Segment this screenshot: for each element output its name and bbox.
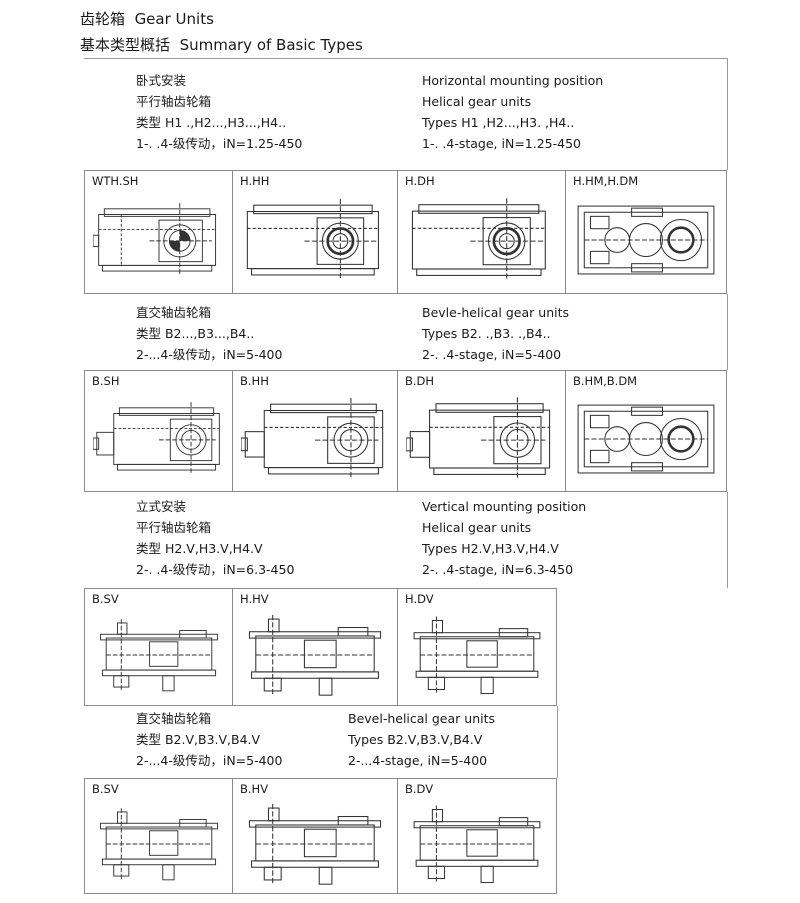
diagram-cell: WTH.SH [84, 170, 233, 294]
section2-cn-line: 直交轴齿轮箱 [136, 305, 212, 320]
cell-label: B.DH [405, 374, 435, 388]
header-title-cn: 齿轮箱 [80, 10, 126, 28]
cell-label: B.HM,B.DM [573, 374, 638, 388]
frame-right-line [727, 492, 728, 588]
cell-label: B.DV [405, 782, 434, 796]
gear-unit-drawing [574, 393, 718, 483]
section4-en-line: Types B2.V,B3.V,B4.V [348, 732, 483, 747]
gear-unit-drawing [93, 193, 225, 285]
section2-cn-line: 2-...4-级传动，iN=5-400 [136, 347, 283, 362]
cell-label: B.SV [92, 592, 119, 606]
cell-label: B.SV [92, 782, 119, 796]
frame-top-line [84, 58, 728, 59]
section3-cn-line: 平行轴齿轮箱 [136, 520, 212, 535]
gear-unit-drawing [241, 611, 389, 699]
section1-cn-text: 卧式安装 平行轴齿轮箱 类型 H1 .,H2...,H3...,H4.. 1-.… [136, 70, 302, 154]
section1-en-text: Horizontal mounting position Helical gea… [422, 70, 603, 154]
section2-en-text: Bevle-helical gear units Types B2. .,B3.… [422, 302, 569, 365]
section1-cn-line: 1-. .4-级传动，iN=1.25-450 [136, 136, 303, 151]
cell-label: H.HM,H.DM [573, 174, 639, 188]
section1-en-line: Helical gear units [422, 94, 532, 109]
diagram-cell: B.HV [232, 778, 398, 894]
section4-cn-line: 类型 B2.V,B3.V,B4.V [136, 732, 261, 747]
gear-unit-drawing [406, 611, 548, 699]
gear-unit-drawing [93, 393, 225, 483]
section1-cn-line: 类型 H1 .,H2...,H3...,H4.. [136, 115, 287, 130]
cell-label: WTH.SH [92, 174, 139, 188]
section2-en-line: Types B2. .,B3. .,B4.. [422, 326, 551, 341]
cell-label: H.DH [405, 174, 435, 188]
gear-unit-drawing [406, 193, 556, 285]
section3-cn-text: 立式安装 平行轴齿轮箱 类型 H2.V,H3.V,H4.V 2-. .4-级传动… [136, 496, 294, 580]
gear-unit-drawing [406, 801, 548, 887]
section4-cn-line: 2-...4-级传动，iN=5-400 [136, 753, 283, 768]
section3-cn-line: 类型 H2.V,H3.V,H4.V [136, 541, 263, 556]
cell-label: B.SH [92, 374, 120, 388]
section3-en-line: Vertical mounting position [422, 499, 587, 514]
gear-unit-drawing [574, 193, 718, 285]
cell-label: B.HH [240, 374, 269, 388]
header-subtitle-cn: 基本类型概括 [80, 36, 171, 54]
section3-en-line: Types H2.V,H3.V,H4.V [422, 541, 559, 556]
diagram-cell: H.HH [232, 170, 398, 294]
cell-label: H.DV [405, 592, 434, 606]
diagram-cell: B.HM,B.DM [565, 370, 727, 492]
diagram-cell: B.DH [397, 370, 566, 492]
cell-label: B.HV [240, 782, 269, 796]
section1-cn-line: 卧式安装 [136, 73, 187, 88]
header-subtitle-en: Summary of Basic Types [179, 36, 363, 54]
frame-right-line [727, 294, 728, 370]
gear-unit-drawing [93, 611, 225, 699]
diagram-cell: H.HV [232, 588, 398, 706]
diagram-cell: H.HM,H.DM [565, 170, 727, 294]
section2-cn-text: 直交轴齿轮箱 类型 B2...,B3...,B4.. 2-...4-级传动，iN… [136, 302, 282, 365]
diagram-cell: H.DV [397, 588, 557, 706]
section2-en-line: Bevle-helical gear units [422, 305, 570, 320]
frame-right-line [557, 706, 558, 778]
cell-label: H.HV [240, 592, 269, 606]
section4-cn-text: 直交轴齿轮箱 类型 B2.V,B3.V,B4.V 2-...4-级传动，iN=5… [136, 708, 282, 771]
gear-unit-drawing [241, 393, 389, 483]
section2-en-line: 2-. .4-stage, iN=5-400 [422, 347, 562, 362]
section3-en-line: 2-. .4-stage, iN=6.3-450 [422, 562, 574, 577]
diagram-cell: H.DH [397, 170, 566, 294]
header-title-line2: 基本类型概括 Summary of Basic Types [80, 34, 363, 55]
section2-cn-line: 类型 B2...,B3...,B4.. [136, 326, 255, 341]
header-title-en: Gear Units [134, 10, 214, 28]
diagram-cell: B.SH [84, 370, 233, 492]
section1-en-line: 1-. .4-stage, iN=1.25-450 [422, 136, 581, 151]
section1-cn-line: 平行轴齿轮箱 [136, 94, 212, 109]
gear-unit-drawing [241, 801, 389, 887]
gear-unit-drawing [241, 193, 389, 285]
frame-right-line [727, 58, 728, 170]
section3-en-line: Helical gear units [422, 520, 532, 535]
gear-unit-drawing [406, 393, 556, 483]
section3-en-text: Vertical mounting position Helical gear … [422, 496, 586, 580]
gear-unit-drawing [93, 801, 225, 887]
section4-en-line: 2-...4-stage, iN=5-400 [348, 753, 488, 768]
section3-cn-line: 2-. .4-级传动，iN=6.3-450 [136, 562, 295, 577]
diagram-cell: B.SV [84, 588, 233, 706]
header-title-line1: 齿轮箱 Gear Units [80, 8, 214, 29]
section1-en-line: Types H1 ,H2...,H3. ,H4.. [422, 115, 575, 130]
diagram-cell: B.HH [232, 370, 398, 492]
section3-cn-line: 立式安装 [136, 499, 187, 514]
section1-en-line: Horizontal mounting position [422, 73, 604, 88]
diagram-cell: B.SV [84, 778, 233, 894]
cell-label: H.HH [240, 174, 270, 188]
section4-en-text: Bevel-helical gear units Types B2.V,B3.V… [348, 708, 495, 771]
diagram-cell: B.DV [397, 778, 557, 894]
section4-cn-line: 直交轴齿轮箱 [136, 711, 212, 726]
section4-en-line: Bevel-helical gear units [348, 711, 496, 726]
